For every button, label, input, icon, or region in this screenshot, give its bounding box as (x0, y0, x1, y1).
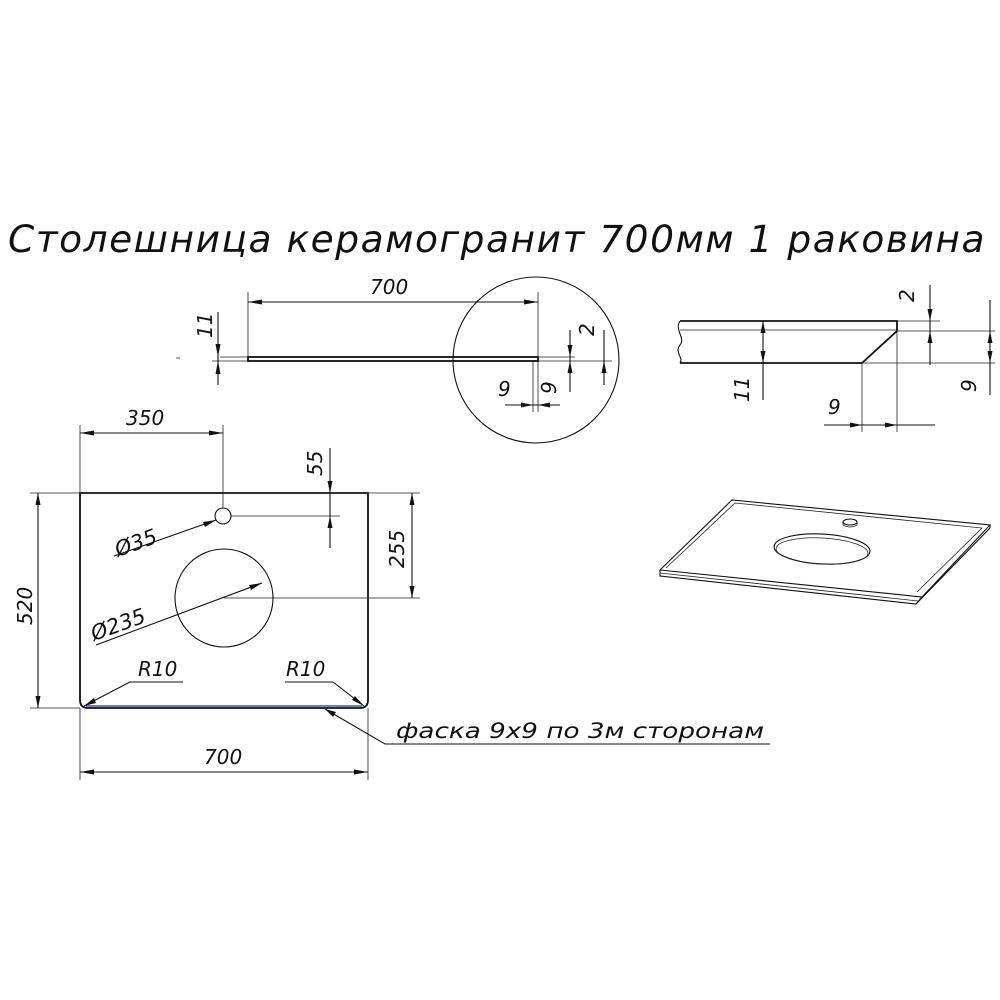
sink-diameter-label: Ø235 (87, 604, 149, 646)
slab-side-profile (247, 356, 539, 362)
isometric-view (658, 499, 992, 605)
section-chamfer-width: 9 (828, 395, 841, 419)
faucet-x-dimension: 350 (126, 406, 164, 430)
section-chamfer-depth: 9 (957, 379, 981, 392)
sink-center-dimension: 255 (385, 530, 409, 568)
corner-radius-right: R10 (286, 657, 325, 681)
drawing-title: Столешница керамогранит 700мм 1 раковина (8, 218, 986, 261)
section-top-dimension: 2 (895, 289, 919, 302)
faucet-y-dimension: 55 (303, 451, 327, 476)
iso-faucet-hole (842, 518, 858, 526)
side-length-dimension: 700 (370, 275, 408, 299)
iso-top-surface (658, 499, 992, 598)
faucet-hole (214, 507, 232, 525)
side-view: 700 11 (176, 275, 612, 385)
detail-circle (452, 276, 620, 444)
chamfer-note: фаска 9х9 по 3м сторонам (396, 719, 764, 743)
detail-chamfer-width: 9 (498, 377, 511, 401)
side-thickness-dimension: 11 (193, 313, 217, 338)
depth-dimension: 520 (13, 587, 37, 625)
corner-radius-left: R10 (138, 657, 177, 681)
chamfer-detail: 2 9 9 (452, 276, 620, 444)
countertop-outline (79, 492, 369, 709)
section-thickness-dimension: 11 (730, 377, 754, 402)
detail-chamfer-depth: 9 (537, 381, 561, 394)
detail-chamfer-height: 2 (575, 323, 599, 336)
edge-profile (680, 320, 898, 364)
width-dimension: 700 (204, 745, 242, 769)
edge-section-view: 11 2 9 9 (677, 285, 995, 432)
faucet-diameter-label: Ø35 (111, 524, 161, 562)
plan-view: 350 55 Ø35 Ø235 255 520 (13, 406, 770, 780)
